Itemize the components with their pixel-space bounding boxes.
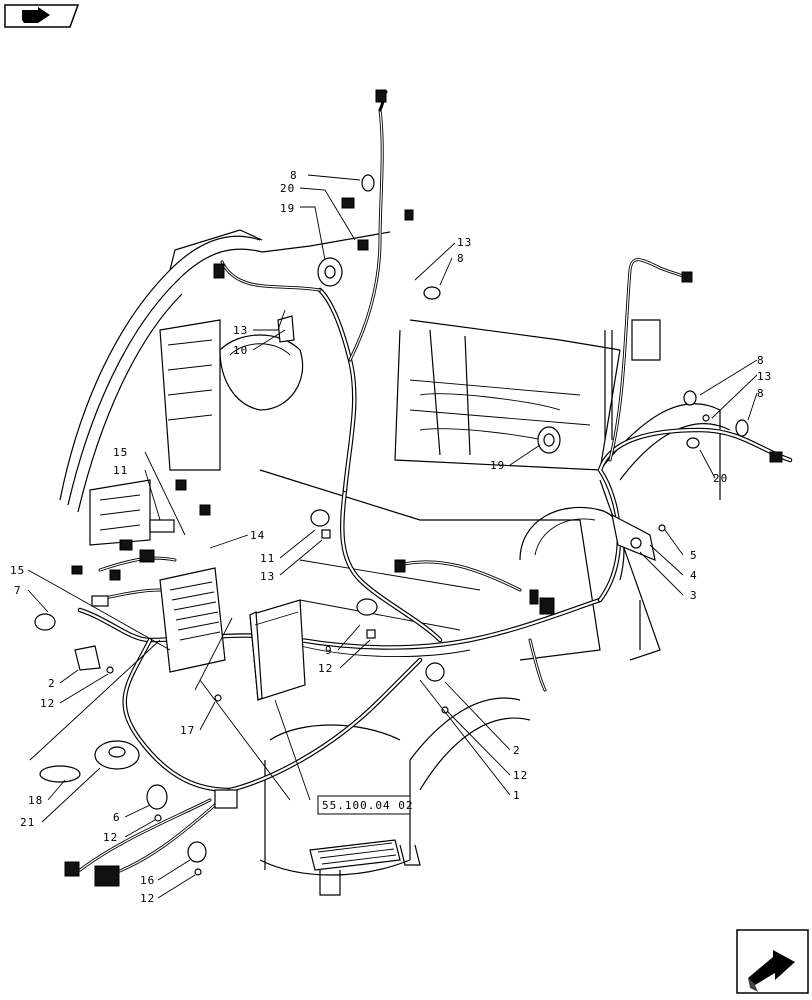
callout-20: 20	[713, 472, 728, 485]
callout-12: 12	[513, 769, 528, 782]
callout-8: 8	[457, 252, 465, 265]
main-harness	[64, 89, 793, 887]
leader-lines	[27, 174, 758, 899]
callout-18: 18	[28, 794, 43, 807]
callout-19: 19	[280, 202, 295, 215]
callout-8: 8	[757, 387, 765, 400]
callout-4: 4	[690, 569, 698, 582]
callout-13: 13	[233, 324, 248, 337]
control-unit	[159, 567, 306, 701]
callout-9: 9	[325, 644, 333, 657]
callout-15: 15	[113, 446, 128, 459]
callout-1: 1	[513, 789, 521, 802]
callout-8: 8	[757, 354, 765, 367]
callout-16: 16	[140, 874, 155, 887]
callout-6: 6	[113, 811, 121, 824]
callout-labels: 8 20 19 13 8 13 10 8 13 8 20 19 15 11 14…	[10, 169, 772, 905]
callout-20: 20	[280, 182, 295, 195]
callout-10: 10	[233, 344, 248, 357]
callout-7: 7	[14, 584, 22, 597]
callout-8: 8	[290, 169, 298, 182]
callout-5: 5	[690, 549, 698, 562]
callout-12: 12	[140, 892, 155, 905]
callout-13: 13	[757, 370, 772, 383]
callout-13: 13	[260, 570, 275, 583]
callout-17: 17	[180, 724, 195, 737]
next-page-arrow-icon[interactable]	[736, 929, 809, 994]
callout-13: 13	[457, 236, 472, 249]
book-arrow-icon[interactable]	[4, 4, 80, 28]
step-plate	[309, 839, 421, 896]
callout-12: 12	[40, 697, 55, 710]
callout-3: 3	[690, 589, 698, 602]
section-reference[interactable]: 55.100.04 02	[317, 795, 413, 815]
callout-2: 2	[513, 744, 521, 757]
section-reference-label: 55.100.04 02	[322, 799, 413, 812]
left-connector-cluster	[71, 479, 211, 607]
callout-15: 15	[10, 564, 25, 577]
callout-12: 12	[318, 662, 333, 675]
callout-19: 19	[490, 459, 505, 472]
callout-11: 11	[260, 552, 275, 565]
callout-2: 2	[48, 677, 56, 690]
small-parts	[34, 174, 749, 876]
callout-14: 14	[250, 529, 265, 542]
callout-11: 11	[113, 464, 128, 477]
callout-21: 21	[20, 816, 35, 829]
callout-12: 12	[103, 831, 118, 844]
